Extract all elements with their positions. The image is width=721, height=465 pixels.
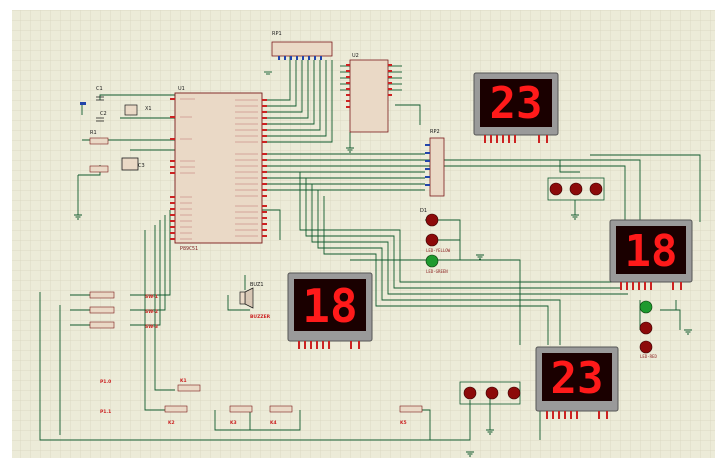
led-group-center: D1 LED-YELLOW LED-GREEN bbox=[420, 208, 451, 274]
capacitor-c2: C2 bbox=[96, 111, 107, 122]
display-bottom: 23 bbox=[535, 346, 619, 419]
mcu-chip: U1 P89C51 bbox=[170, 86, 267, 252]
note-2-label: P1.1 bbox=[100, 409, 111, 415]
mcu-part: P89C51 bbox=[180, 246, 198, 252]
left-switches: SW-1 SW-2 SW-3 bbox=[89, 291, 158, 330]
mcu-ref: U1 bbox=[178, 86, 185, 92]
sw-left-1-label: SW-1 bbox=[145, 294, 158, 300]
ground-symbols bbox=[74, 71, 692, 457]
note-1-label: P1.0 bbox=[100, 379, 111, 385]
display-right: 18 bbox=[609, 219, 693, 290]
bottom-buttons: K1 K2 K3 K4 K5 bbox=[164, 378, 423, 426]
u2-chip: U2 bbox=[346, 53, 392, 133]
display-bottom-digits: 23 bbox=[551, 353, 604, 404]
capacitor-c1: C1 bbox=[96, 86, 104, 101]
buzzer-part: BUZZER bbox=[250, 314, 271, 320]
sw-left-3-label: SW-3 bbox=[145, 324, 158, 330]
led-green-label: LED-GREEN bbox=[426, 269, 448, 274]
led-group-top-right bbox=[547, 177, 605, 201]
c3-ref: C3 bbox=[138, 163, 145, 169]
btn-k5-label: K5 bbox=[400, 420, 407, 426]
rp1-resistor-pack: RP1 bbox=[271, 31, 333, 60]
led-group-bottom bbox=[459, 381, 521, 405]
wires bbox=[39, 56, 701, 441]
resistor-r1: R1 bbox=[80, 102, 109, 173]
display-center: 18 bbox=[287, 272, 373, 349]
u2-ref: U2 bbox=[352, 53, 359, 59]
btn-k3-label: K3 bbox=[230, 420, 237, 426]
display-top: 23 bbox=[473, 72, 559, 143]
led-group-right-lower: LED-RED bbox=[639, 300, 657, 359]
display-right-digits: 18 bbox=[625, 226, 678, 277]
sw-left-2-label: SW-2 bbox=[145, 309, 158, 315]
led-red-label: LED-RED bbox=[640, 354, 657, 359]
rp1-ref: RP1 bbox=[272, 31, 282, 37]
buzzer: BUZ1 BUZZER bbox=[239, 282, 271, 320]
btn-k4-label: K4 bbox=[270, 420, 277, 426]
c2-ref: C2 bbox=[100, 111, 107, 117]
c1-ref: C1 bbox=[96, 86, 103, 92]
display-top-digits: 23 bbox=[490, 78, 543, 129]
capacitor-c3: C3 bbox=[121, 157, 145, 171]
rp2-ref: RP2 bbox=[430, 129, 440, 135]
display-center-digits: 18 bbox=[302, 279, 357, 333]
r1-ref: R1 bbox=[90, 130, 97, 136]
d1-ref: D1 bbox=[420, 208, 427, 214]
crystal-x1: X1 bbox=[124, 104, 152, 116]
btn-k2-label: K2 bbox=[168, 420, 175, 426]
led-yellow-label: LED-YELLOW bbox=[426, 248, 451, 253]
btn-k1-label: K1 bbox=[180, 378, 187, 384]
buzzer-ref: BUZ1 bbox=[250, 282, 264, 288]
x1-ref: X1 bbox=[145, 106, 152, 112]
rp2-resistor-pack: RP2 bbox=[425, 129, 445, 197]
